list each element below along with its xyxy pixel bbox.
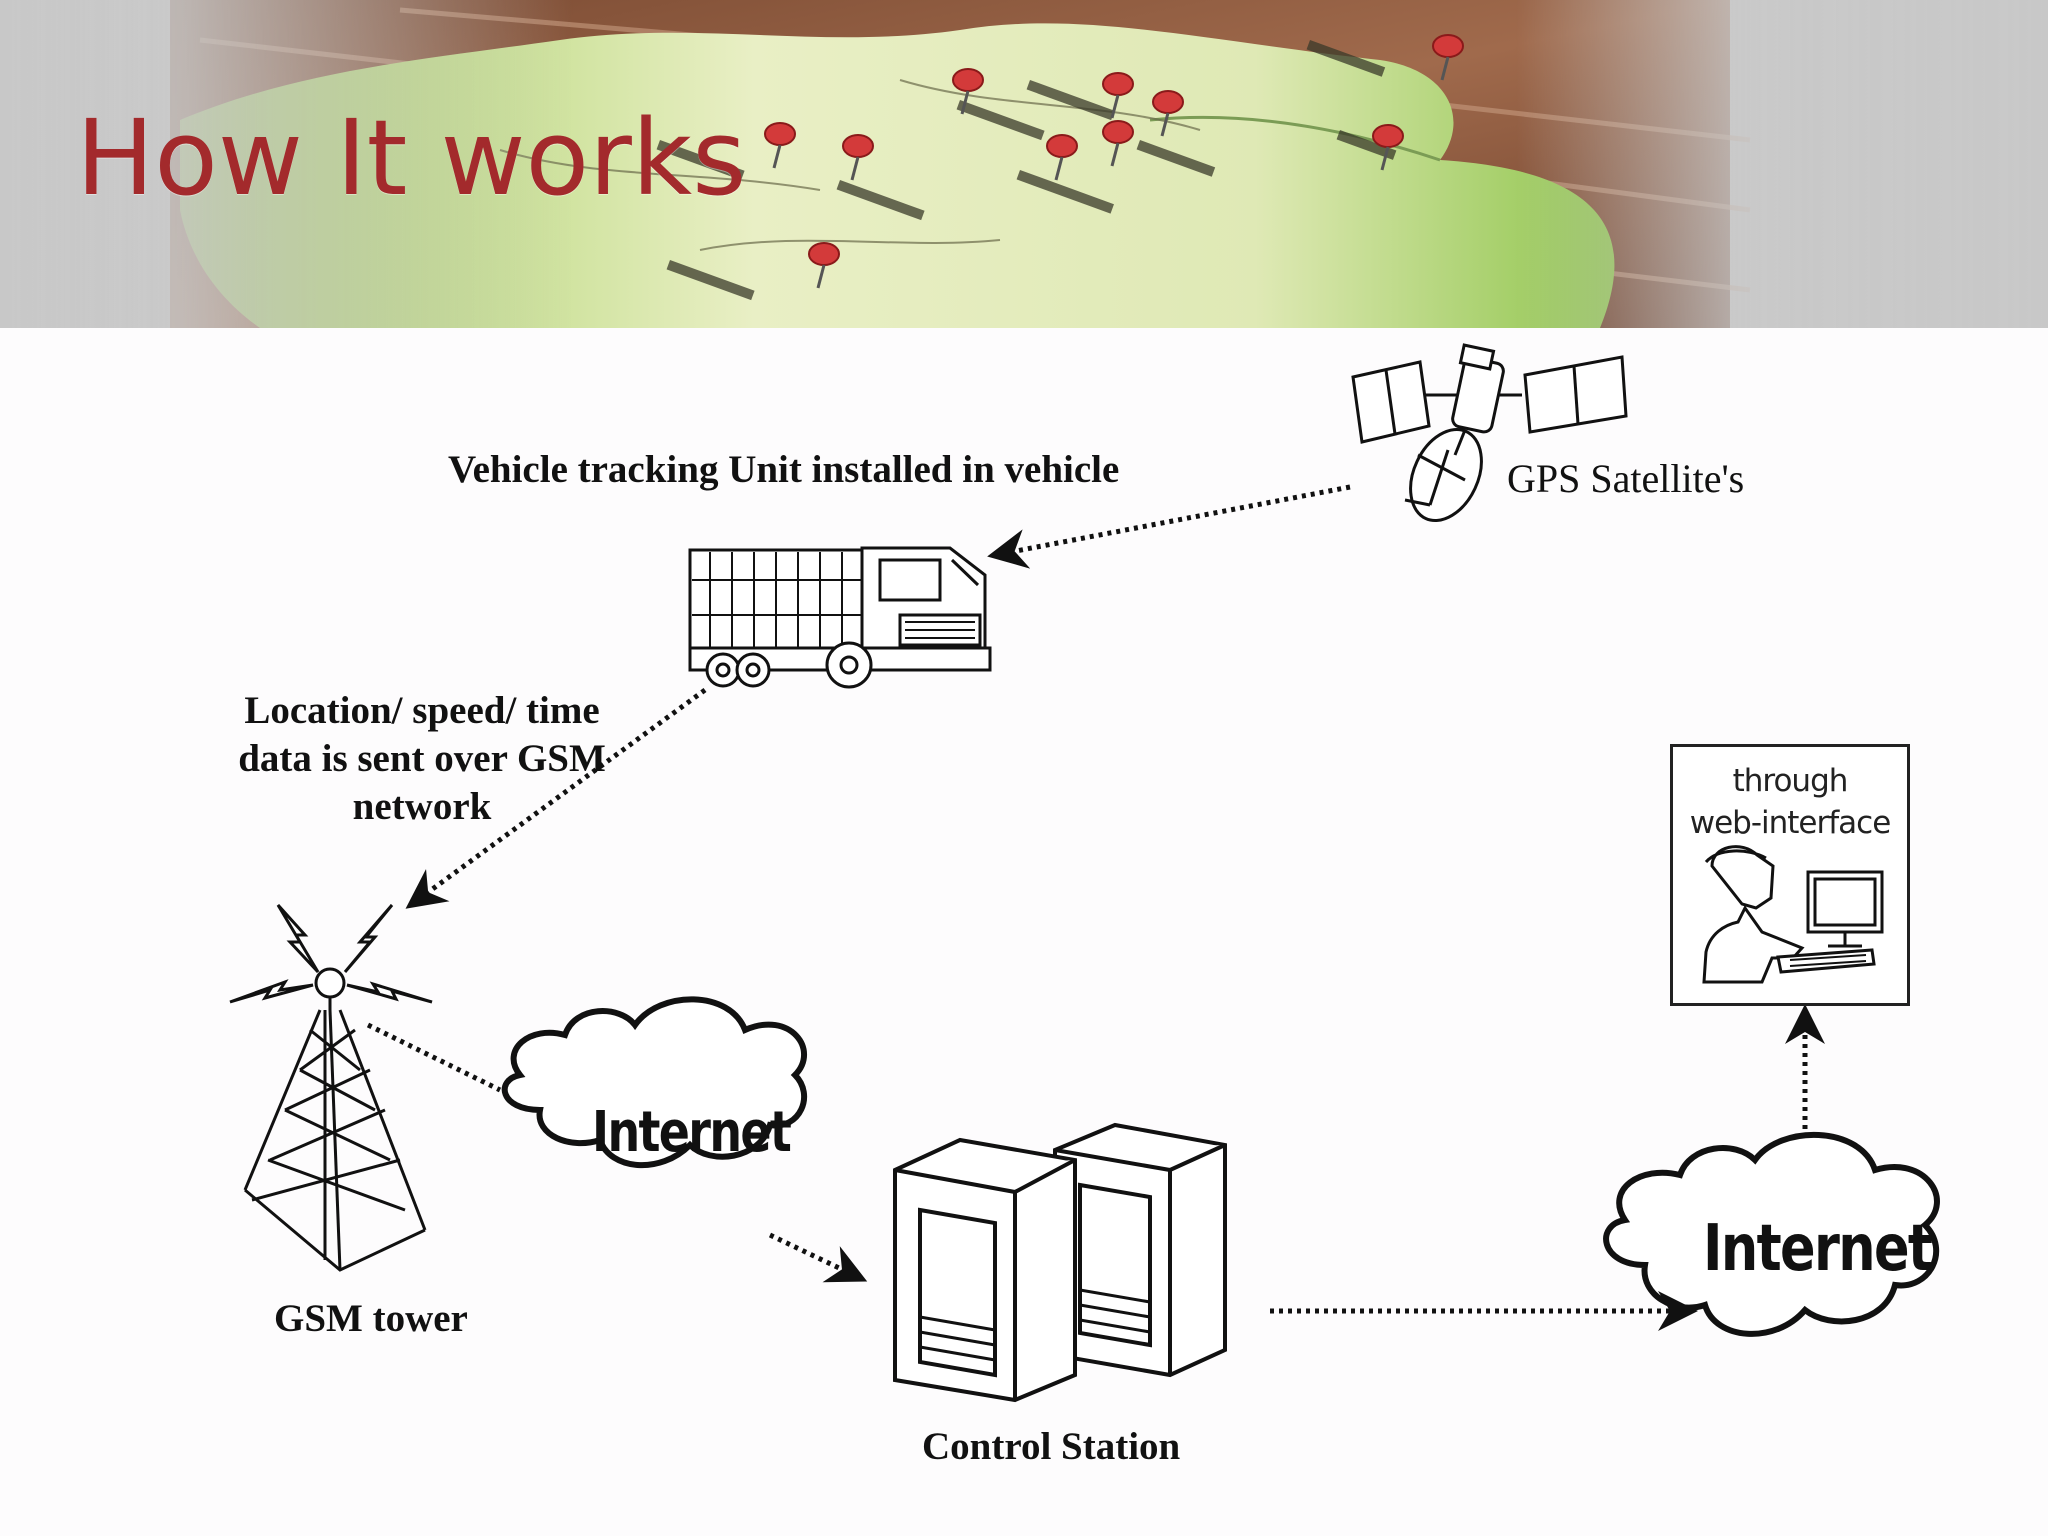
truck-icon: [688, 546, 992, 689]
gps-satellite-label: GPS Satellite's: [1507, 456, 1745, 501]
internet-cloud-1-label: Internet: [592, 1100, 792, 1165]
gsm-data-note-line-3: network: [352, 785, 492, 828]
gsm-data-note-line-2: data is sent over GSM: [238, 737, 606, 780]
edge-internet-to-control-station: [768, 1232, 868, 1283]
server-icon: [893, 1122, 1227, 1403]
edge-vehicle-to-tower: [405, 687, 707, 909]
gsm-data-note-line-1: Location/ speed/ time: [244, 689, 600, 732]
banner-fade: [0, 0, 2048, 328]
cell-tower-icon: [229, 903, 433, 1272]
edge-satellite-to-vehicle: [987, 484, 1351, 569]
control-station-label: Control Station: [922, 1425, 1181, 1468]
header-banner: How It works: [0, 0, 2048, 328]
cloud-icon: [501, 996, 808, 1168]
cloud-icon: [1603, 1132, 1940, 1337]
edge-tower-to-internet: [366, 1022, 502, 1093]
web-interface-box: through web-interface: [1670, 744, 1910, 1006]
vehicle-unit-label: Vehicle tracking Unit installed in vehic…: [448, 448, 1120, 491]
connectors: [366, 484, 1825, 1331]
internet-cloud-2-label: Internet: [1703, 1212, 1933, 1286]
satellite-icon: [1351, 343, 1628, 523]
web-interface-line-1: through: [1732, 763, 1849, 799]
gsm-tower-label: GSM tower: [274, 1297, 468, 1340]
gsm-data-note: Location/ speed/ time data is sent over …: [212, 687, 632, 831]
web-interface-line-2: web-interface: [1689, 805, 1892, 841]
slide-title: How It works: [76, 97, 747, 219]
